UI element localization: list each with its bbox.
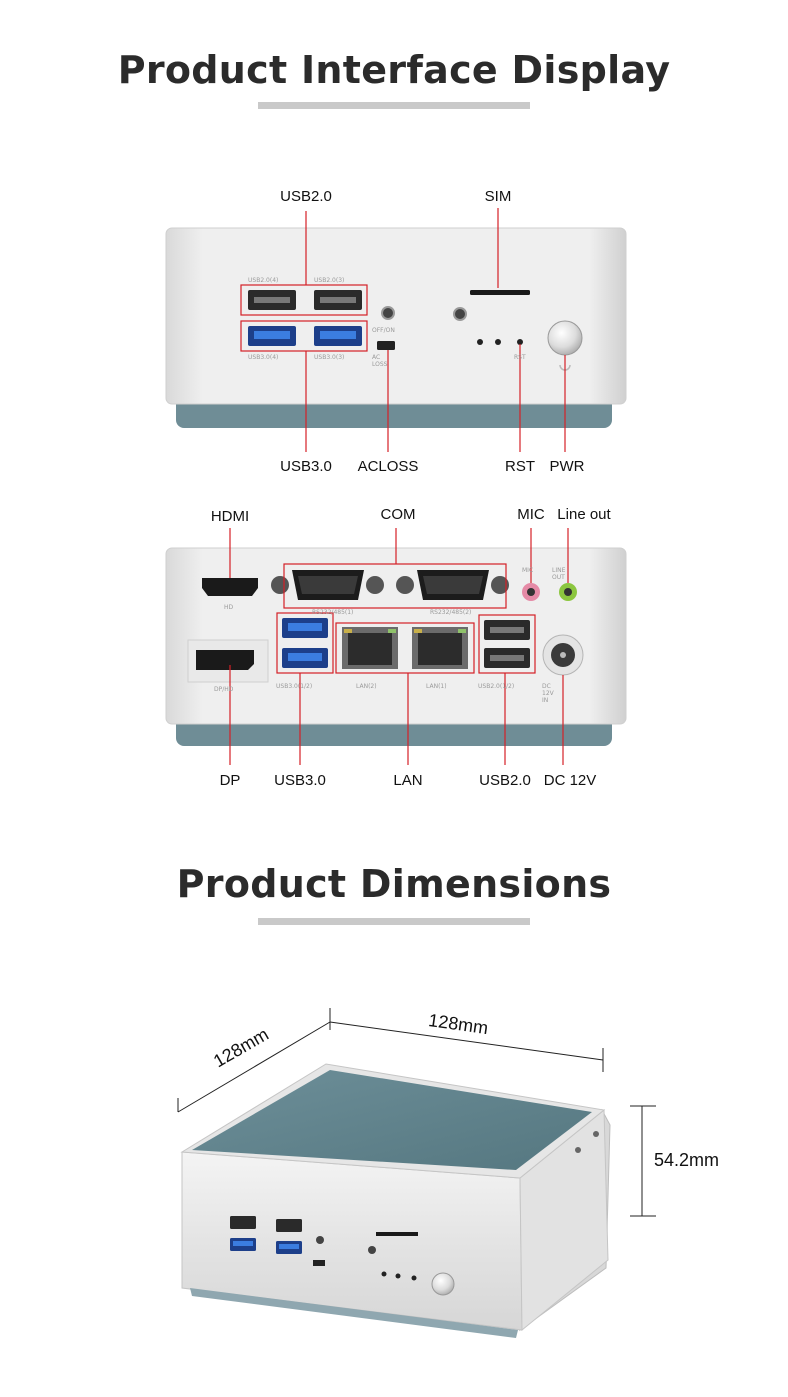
power-button <box>547 320 583 356</box>
com-port-1 <box>271 570 384 600</box>
interface-heading-underline <box>258 102 530 109</box>
usb3-port-4 <box>248 326 296 346</box>
lan-port-1 <box>412 627 468 669</box>
interface-heading: Product Interface Display <box>117 48 671 92</box>
front-callout-lines <box>305 208 566 452</box>
com-port-2 <box>396 570 509 600</box>
dimensions-heading-underline <box>258 918 530 925</box>
usb2-port-4 <box>248 290 296 310</box>
rear-print-rs232-2: RS232/485(2) <box>430 609 472 616</box>
rear-callout-lines <box>229 528 569 765</box>
label-com: COM <box>380 506 416 523</box>
lan-highlight-box <box>335 622 475 674</box>
lan-port-2 <box>342 627 398 669</box>
label-mic: MIC <box>517 506 545 523</box>
label-rear-usb3: USB3.0 <box>274 772 326 789</box>
rear-print-dp-hd: DP/HD <box>214 686 234 693</box>
label-rear-usb2: USB2.0 <box>479 772 531 789</box>
dim-label-height: 54.2mm <box>654 1150 720 1170</box>
usb3-highlight-box <box>240 320 368 352</box>
rear-print-dc-in: DC 12V IN <box>542 683 554 704</box>
hdmi-port <box>202 578 258 596</box>
rear-print-mic: MIC <box>522 567 534 574</box>
audio-hole-icon <box>453 307 467 321</box>
usb2-port-3 <box>314 290 362 310</box>
label-lan: LAN <box>393 772 423 789</box>
front-print-usb2-3: USB2.0(3) <box>314 277 345 284</box>
label-front-usb3: USB3.0 <box>280 458 332 475</box>
usb3-rear-highlight-box <box>276 612 334 674</box>
label-rst: RST <box>505 458 535 475</box>
label-dc: DC 12V <box>543 772 597 789</box>
dim-top-lid <box>192 1070 592 1170</box>
led-hdd-icon <box>495 339 501 345</box>
dimension-illustration <box>180 1063 611 1338</box>
com-highlight-box <box>283 563 507 609</box>
rst-button <box>517 339 523 345</box>
label-hdmi: HDMI <box>210 508 250 525</box>
rear-print-line-out: LINE OUT <box>552 567 566 581</box>
rear-print-lan2: LAN(2) <box>356 683 377 690</box>
rear-print-usb3-12: USB3.0(1/2) <box>276 683 313 690</box>
front-print-rst: RST <box>514 354 526 361</box>
label-pwr: PWR <box>549 458 585 475</box>
usb2-highlight-box <box>240 284 368 316</box>
label-dp: DP <box>219 772 241 789</box>
label-front-usb2: USB2.0 <box>280 188 332 205</box>
label-sim: SIM <box>484 188 512 205</box>
led-power-icon <box>477 339 483 345</box>
dimensions-heading: Product Dimensions <box>176 862 612 906</box>
front-print-off-on: OFF/ON <box>372 327 395 334</box>
rear-print-usb2-12: USB2.0(1/2) <box>478 683 515 690</box>
dim-line-width <box>177 1021 331 1113</box>
front-panel <box>165 227 627 428</box>
dimension-lines <box>177 1008 656 1217</box>
usb3-port-3 <box>314 326 362 346</box>
front-print-usb3-3: USB3.0(3) <box>314 354 345 361</box>
rear-print-rs232-1: RS232/485(1) <box>312 609 354 616</box>
rear-panel <box>165 547 627 746</box>
rear-print-lan1: LAN(1) <box>426 683 447 690</box>
rear-print-hd: HD <box>224 604 234 611</box>
label-line-out: Line out <box>557 506 611 523</box>
dim-line-length <box>329 1021 604 1061</box>
acloss-hole-icon <box>381 306 395 320</box>
dp-port <box>196 650 254 670</box>
label-acloss: ACLOSS <box>357 458 419 475</box>
front-print-ac-loss: AC LOSS <box>372 354 388 368</box>
front-panel-face <box>165 227 627 405</box>
front-print-usb2-4: USB2.0(4) <box>248 277 279 284</box>
usb2-rear-highlight-box <box>478 614 536 674</box>
acloss-switch <box>377 341 395 350</box>
sim-slot <box>470 290 530 295</box>
front-print-usb3-4: USB3.0(4) <box>248 354 279 361</box>
